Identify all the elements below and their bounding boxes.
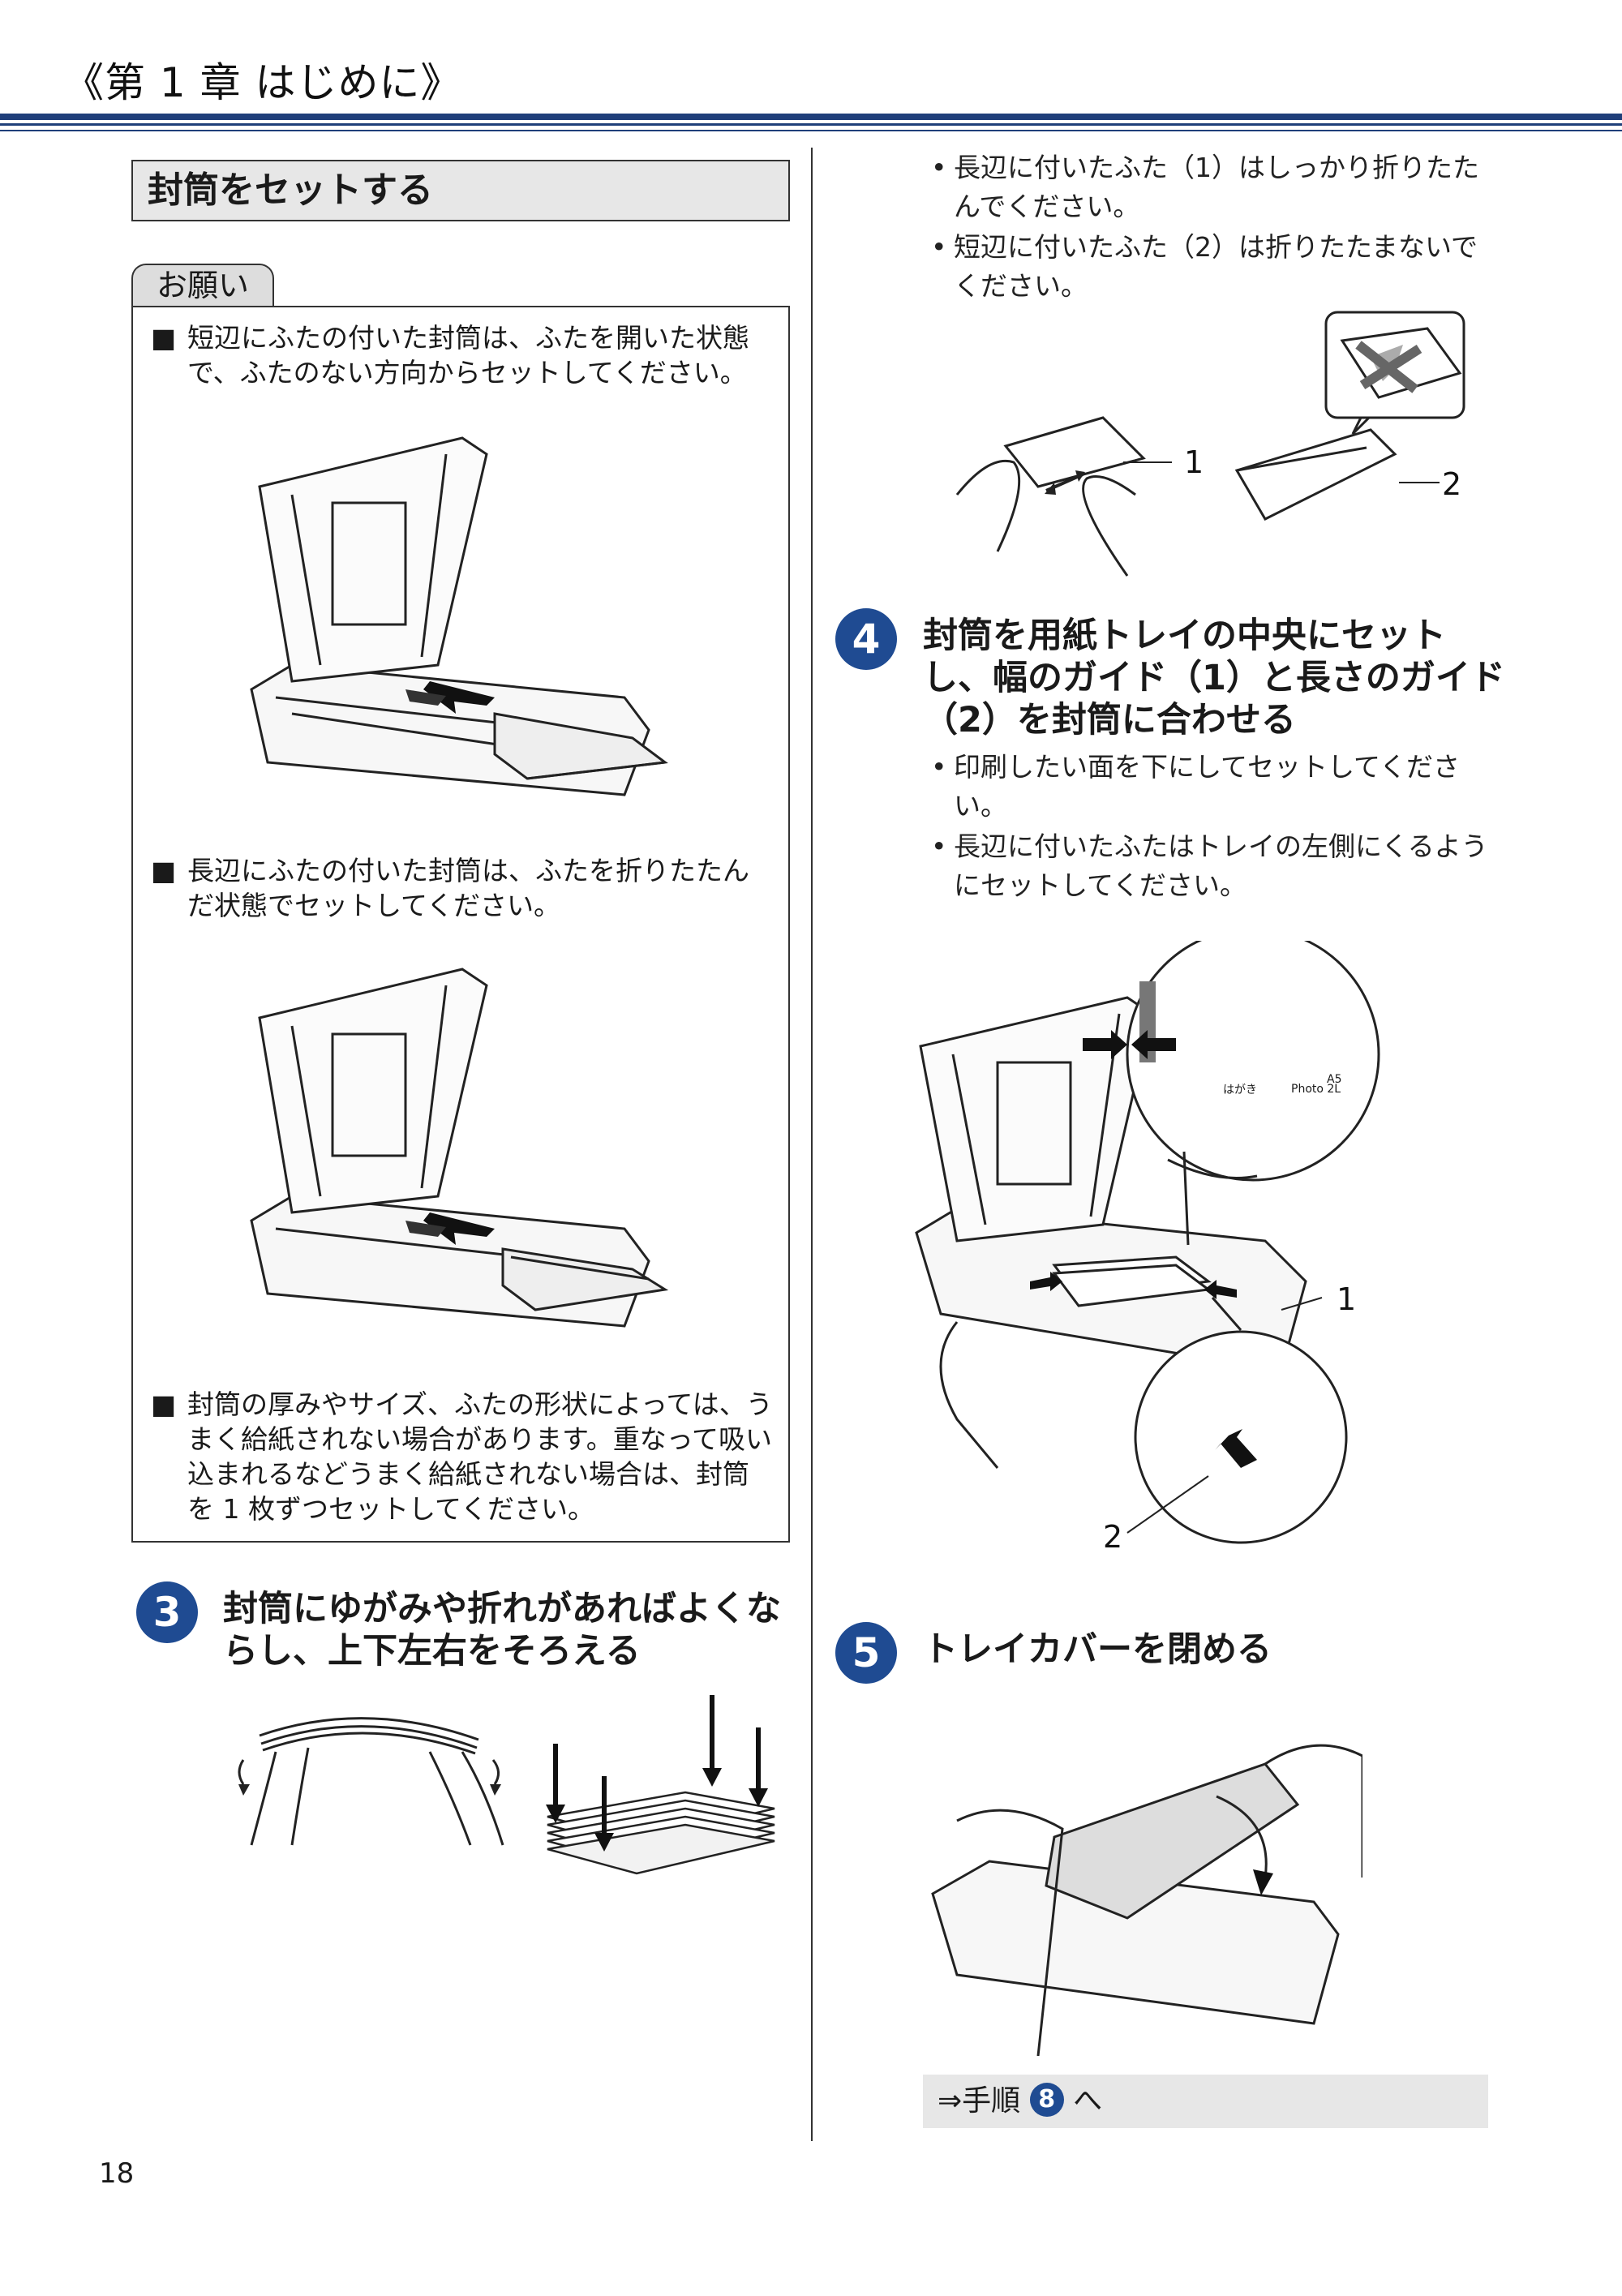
chapter-title: 《第 1 章 はじめに》 [63,59,462,106]
flap-callout-1: 1 [1184,444,1204,480]
envelope-flap-illustration [955,311,1465,577]
notice-item-1: ■ 短辺にふたの付いた封筒は、ふたを開いた状態で、ふたのない方向からセットしてく… [151,322,749,388]
step-4-number: 4 [835,608,897,670]
square-bullet-icon: ■ [151,322,177,354]
flap-bullets: 長辺に付いたふた（1）はしっかり折りたたんでください。 短辺に付いたふた（2）は… [929,148,1497,307]
notice-box [131,306,790,1543]
aligning-envelope-stack-illustration [546,1695,775,1875]
tray-guides-illustration [915,941,1380,1544]
square-bullet-icon: ■ [151,1388,177,1420]
fanning-envelopes-illustration [238,1717,504,1846]
step-4-bullet-1: 印刷したい面を下にしてセットしてください。 [929,748,1497,826]
guide-callout-1: 1 [1337,1281,1357,1317]
flap-bullet-1: 長辺に付いたふた（1）はしっかり折りたたんでください。 [929,148,1497,226]
flap-bullet-2: 短辺に付いたふた（2）は折りたたまないでください。 [929,228,1497,306]
header-rule-thin-2 [0,130,1622,131]
notice-label: お願い [131,264,274,306]
notice-item-3: ■ 封筒の厚みやサイズ、ふたの形状によっては、うまく給紙されない場合があります。… [151,1388,773,1525]
step-4-bullets: 印刷したい面を下にしてセットしてください。 長辺に付いたふたはトレイの左側にくる… [929,748,1497,907]
tray-envelope-long-flap-illustration [250,968,669,1328]
step-5-text: トレイカバーを閉める [923,1629,1272,1670]
tray-label-a5: A5 [1327,1073,1342,1086]
next-step-suffix: へ [1073,2084,1103,2118]
step-5-number: 5 [835,1622,897,1684]
tray-envelope-short-flap-illustration [250,436,668,796]
tray-label-hagaki: はがき [1223,1084,1257,1097]
flap-callout-2: 2 [1442,466,1462,502]
notice-item-2: ■ 長辺にふたの付いた封筒は、ふたを折りたたんだ状態でセットしてください。 [151,855,749,921]
page-number: 18 [99,2157,135,2190]
step-4-text: 封筒を用紙トレイの中央にセットし、幅のガイド（1）と長さのガイド（2）を封筒に合… [923,616,1505,740]
header-rule-thin [0,123,1622,126]
next-step-number: 8 [1029,2083,1064,2117]
tray-label-photo2l: Photo 2L [1291,1083,1341,1096]
guide-callout-2: 2 [1103,1519,1123,1555]
square-bullet-icon: ■ [151,855,177,886]
close-tray-cover-illustration [931,1744,1362,2056]
step-4-bullet-2: 長辺に付いたふたはトレイの左側にくるようにセットしてください。 [929,827,1497,905]
section-heading: 封筒をセットする [131,160,790,221]
step-3-number: 3 [136,1581,198,1643]
next-step-box: ⇒手順 8 へ [923,2075,1488,2128]
column-divider [811,148,813,2141]
next-step-prefix: ⇒手順 [938,2084,1021,2118]
step-3-text: 封筒にゆがみや折れがあればよくならし、上下左右をそろえる [223,1589,781,1672]
header-rule-thick [0,114,1622,120]
